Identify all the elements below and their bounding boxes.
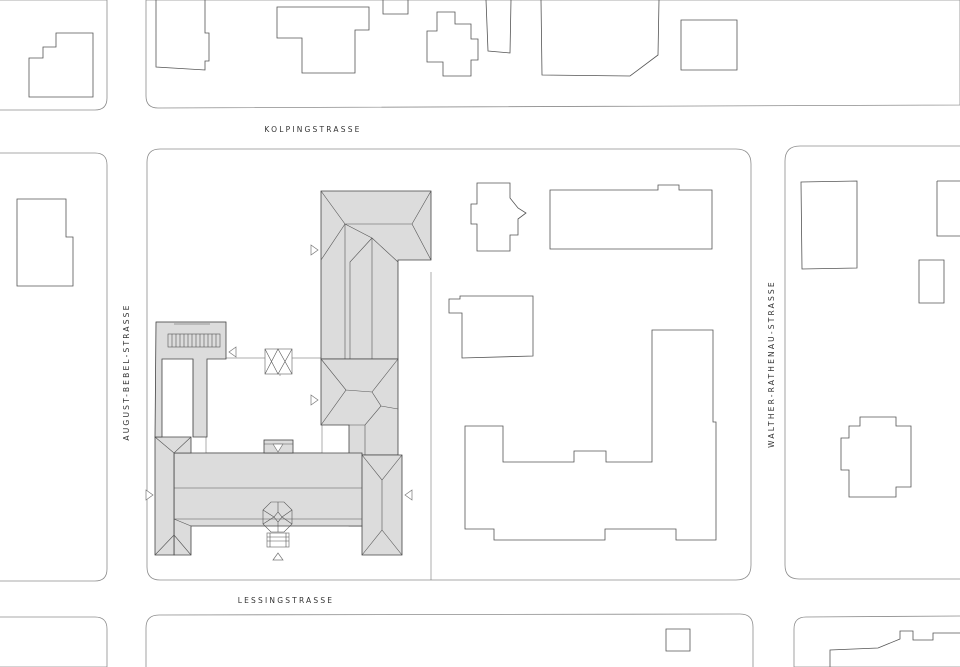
block-northwest — [0, 0, 108, 111]
building — [549, 184, 713, 250]
building — [382, 0, 409, 15]
entrance-steps — [266, 532, 290, 548]
street-label-south: LESSINGSTRASSE — [238, 596, 335, 605]
building — [485, 0, 512, 54]
building — [470, 182, 527, 252]
entrance-marker — [228, 346, 237, 358]
entrance-marker — [310, 244, 319, 256]
building — [155, 0, 210, 71]
entrance-marker — [310, 394, 319, 406]
block-south — [145, 613, 754, 667]
west-tower-roof — [156, 321, 226, 325]
block-southeast — [793, 615, 960, 667]
building — [540, 0, 660, 77]
tower-window-grille — [171, 334, 217, 347]
building — [829, 630, 960, 667]
east-wing-roof — [361, 454, 403, 556]
building — [680, 19, 738, 71]
building — [28, 32, 94, 98]
building — [276, 6, 370, 74]
entrance-marker — [272, 552, 284, 561]
turret — [262, 501, 293, 533]
street-labels: KOLPINGSTRASSE LESSINGSTRASSE AUGUST-BEB… — [122, 125, 776, 605]
entrance-markers — [145, 244, 413, 561]
building — [936, 180, 960, 237]
entrance-steps-lines — [267, 533, 289, 547]
building — [16, 198, 74, 287]
neighbour-buildings — [16, 0, 960, 667]
entrance-marker — [145, 489, 154, 501]
entrance-marker — [272, 443, 284, 453]
courtyard-element — [264, 348, 293, 375]
highlighted-building — [154, 190, 432, 556]
block-west — [0, 152, 108, 582]
entrance-marker — [404, 489, 413, 501]
street-label-west: AUGUST-BEBEL-STRASSE — [122, 303, 131, 440]
building — [800, 180, 858, 270]
street-label-north: KOLPINGSTRASSE — [264, 125, 361, 134]
building — [665, 628, 691, 652]
block-east — [784, 145, 960, 580]
building — [464, 329, 717, 541]
turret-roof — [262, 502, 293, 532]
block-southwest — [0, 616, 108, 667]
building — [918, 259, 945, 304]
north-wing-roof — [320, 190, 432, 359]
block-north — [145, 0, 960, 109]
center-link-roof — [320, 358, 399, 455]
building — [840, 416, 912, 498]
courtyard-element-lines — [264, 348, 293, 375]
building — [448, 295, 534, 359]
street-label-east: WALTHER-RATHENAU-STRASSE — [767, 280, 776, 448]
west-wing-roof — [154, 436, 192, 556]
building — [426, 11, 479, 77]
tower-window-bar — [167, 333, 221, 348]
